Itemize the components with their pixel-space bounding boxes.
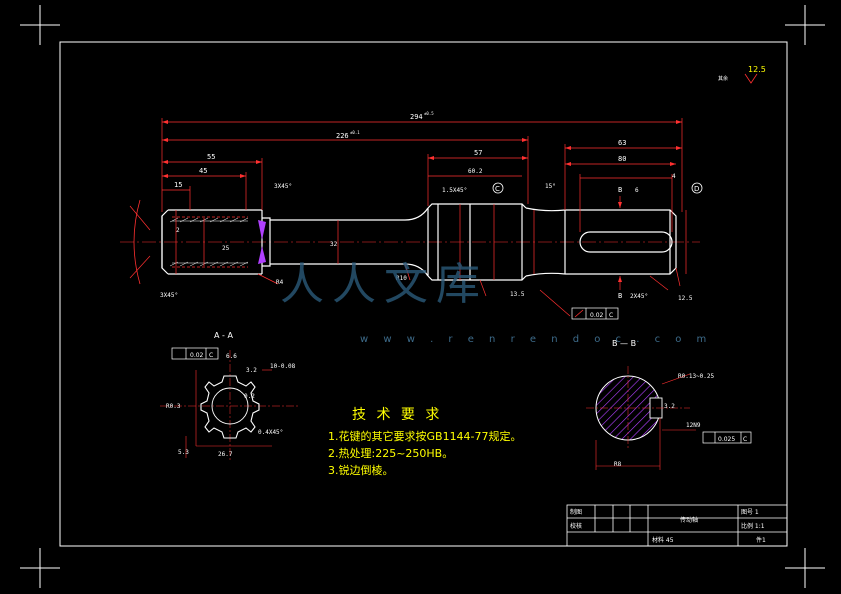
dim-12-5: 12.5 xyxy=(678,295,693,302)
section-b-top: B xyxy=(618,186,622,194)
dim-overall: 294 xyxy=(410,113,423,121)
shaft-outline xyxy=(161,203,677,281)
tb-scale: 比例 1:1 xyxy=(741,522,765,530)
dim-13-5: 13.5 xyxy=(510,291,525,298)
svg-text:0.02: 0.02 xyxy=(590,312,604,319)
svg-text:B — B: B — B xyxy=(612,339,636,348)
title-block xyxy=(566,504,788,547)
svg-text:R8: R8 xyxy=(614,461,622,468)
svg-text:3.2: 3.2 xyxy=(246,367,257,374)
dim-6: 6 xyxy=(635,187,639,194)
datum-c: C xyxy=(492,182,504,194)
dim-25: 25 xyxy=(222,245,230,252)
dim-chamfer-left: 3X45° xyxy=(160,292,178,299)
requirement-item-3: 3.锐边倒棱。 xyxy=(328,464,394,477)
svg-text:C: C xyxy=(495,185,500,193)
svg-text:0.2: 0.2 xyxy=(244,393,255,400)
dim-55: 55 xyxy=(207,153,215,161)
dimension-lines xyxy=(129,118,687,317)
dimension-arrows xyxy=(162,120,682,282)
tolerance-frame-main: 0.02 C xyxy=(571,307,619,320)
svg-text:C: C xyxy=(209,352,213,359)
svg-text:0.4X45°: 0.4X45° xyxy=(258,429,283,436)
watermark-url: w w w . r e n r e n d o c . c o m xyxy=(360,334,713,345)
watermark-logo: 人人文库 xyxy=(280,259,488,310)
svg-text:5.3: 5.3 xyxy=(178,449,189,456)
dim-63: 63 xyxy=(618,139,626,147)
svg-text:0.025: 0.025 xyxy=(718,436,735,443)
requirements-title: 技 术 要 求 xyxy=(352,407,443,423)
requirement-item-1: 1.花键的其它要求按GB1144-77规定。 xyxy=(328,430,522,443)
dim-r4: R4 xyxy=(276,279,284,286)
dim-57: 57 xyxy=(474,149,482,157)
svg-text:A - A: A - A xyxy=(214,331,233,340)
svg-text:0.02: 0.02 xyxy=(190,352,204,359)
dim-15x45: 1.5X45° xyxy=(442,187,467,194)
tb-designer: 制图 xyxy=(570,508,582,516)
section-bb: B — B R0.13~0.25 3.2 12N9 R8 xyxy=(586,339,752,470)
dim-overall-tol: ±0.5 xyxy=(424,111,434,116)
spline-hatching xyxy=(172,216,248,268)
tb-checker: 校核 xyxy=(570,522,582,530)
dim-226: 226 xyxy=(336,132,349,140)
svg-text:12N9: 12N9 xyxy=(686,422,701,429)
drawing-border xyxy=(59,41,788,547)
section-aa: A - A 0.02 C 6.6 3.2 10-0.08 0.4X45° 26.… xyxy=(160,331,300,460)
svg-text:D: D xyxy=(694,185,699,193)
svg-text:R0.3: R0.3 xyxy=(166,403,181,410)
tb-part-name: 传动轴 xyxy=(680,516,698,524)
dim-chamfer-right: 3X45° xyxy=(274,183,292,190)
dim-226-tol: ±0.1 xyxy=(350,130,360,135)
dim-r10: R10 xyxy=(396,275,407,282)
dim-60: 60.2 xyxy=(468,168,483,175)
svg-text:6.6: 6.6 xyxy=(226,353,237,360)
dim-2x45: 2X45° xyxy=(630,293,648,300)
dim-4: 4 xyxy=(672,173,676,180)
crop-marks xyxy=(20,5,825,588)
dim-2: 2 xyxy=(176,227,180,234)
dim-15deg: 15° xyxy=(545,183,556,190)
dim-45: 45 xyxy=(199,167,207,175)
dim-32: 32 xyxy=(330,241,338,248)
svg-text:12.5: 12.5 xyxy=(748,65,766,74)
requirement-item-2: 2.热处理:225~250HB。 xyxy=(328,447,454,460)
svg-text:C: C xyxy=(609,312,613,319)
tb-count: 件1 xyxy=(756,536,766,544)
svg-text:26.7: 26.7 xyxy=(218,451,233,458)
svg-text:3.2: 3.2 xyxy=(664,403,675,410)
relief-marks xyxy=(258,220,266,264)
tb-material: 材料 45 xyxy=(652,536,674,544)
dim-15: 15 xyxy=(174,181,182,189)
datum-d: D xyxy=(691,182,703,194)
svg-text:R0.13~0.25: R0.13~0.25 xyxy=(678,373,715,380)
section-b-bottom: B xyxy=(618,292,622,300)
svg-text:其余: 其余 xyxy=(718,75,728,82)
dim-80: 80 xyxy=(618,155,626,163)
left-section-arc xyxy=(133,199,141,285)
svg-text:C: C xyxy=(743,436,747,443)
svg-text:10-0.08: 10-0.08 xyxy=(270,363,296,370)
surface-roughness-note: 其余 12.5 xyxy=(718,65,766,84)
tb-drawing-no: 图号 1 xyxy=(741,509,759,516)
